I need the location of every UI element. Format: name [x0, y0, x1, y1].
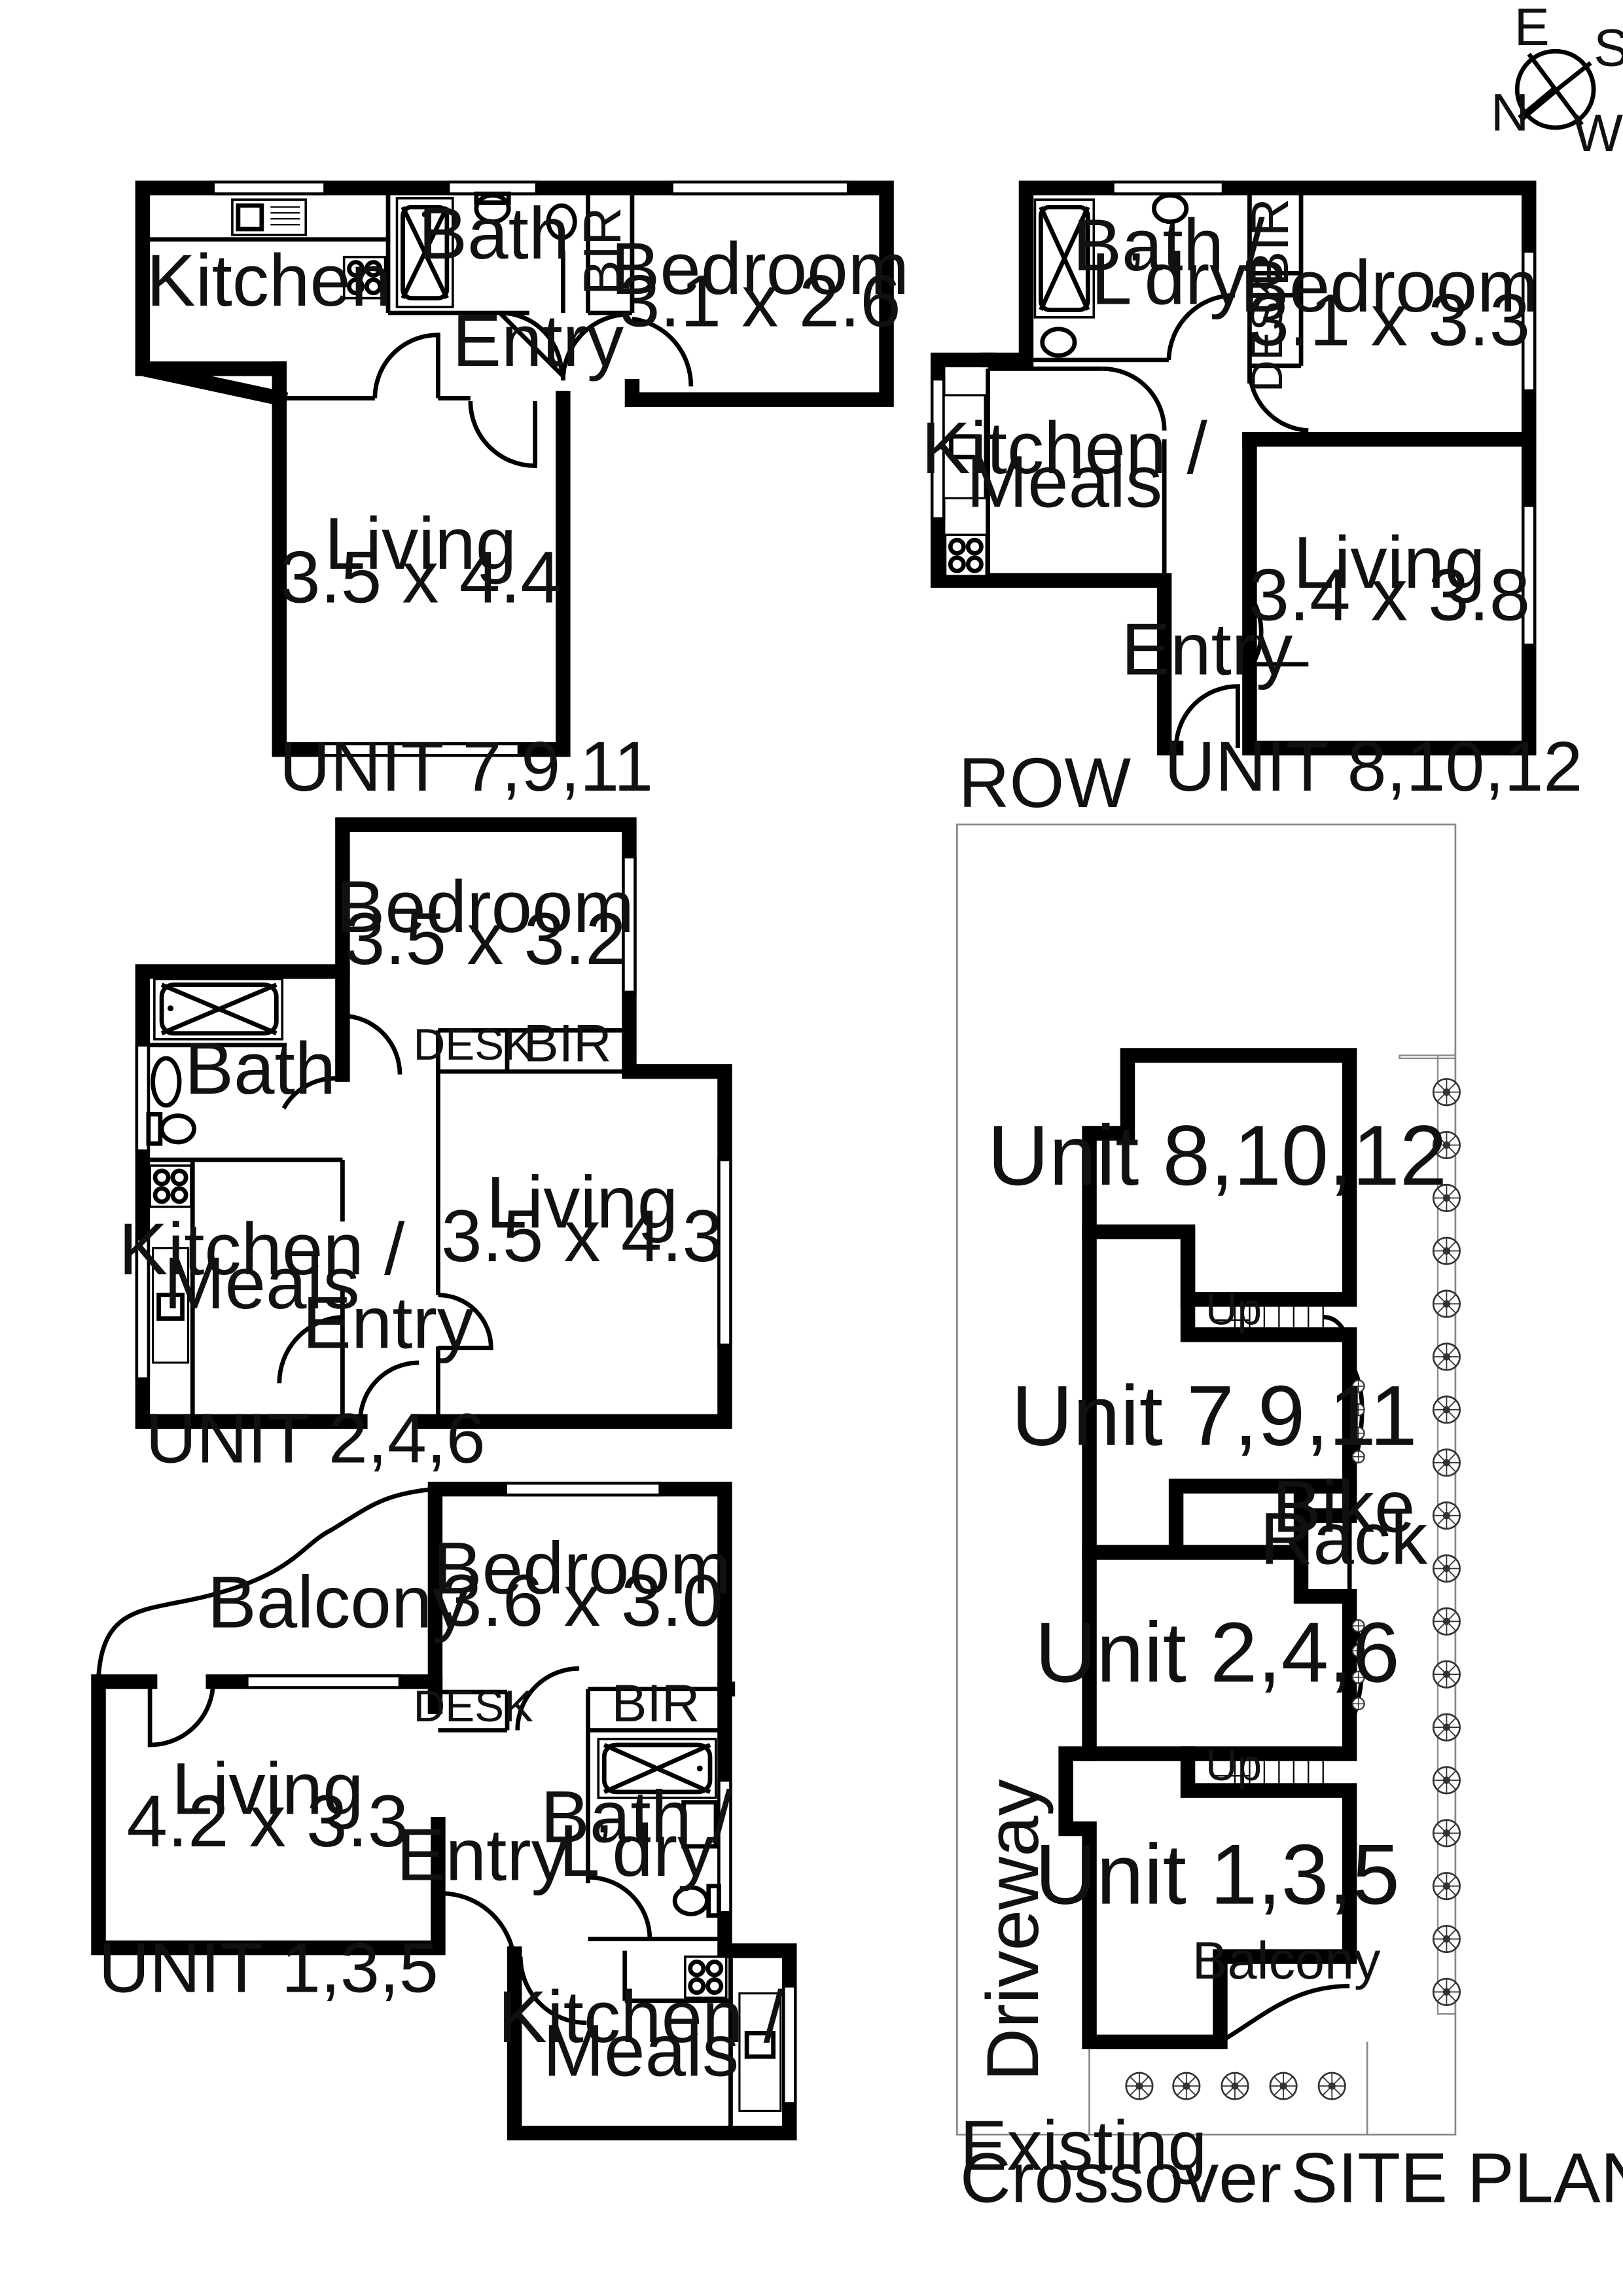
unit-1-kitchen-label-1: Kitchen / [498, 1975, 785, 2058]
unit-2-bedroom-size: 3.5 x 3.2 [344, 897, 626, 980]
unit-8-bedroom-size: 3.1 x 3.3 [1248, 278, 1530, 361]
unit-8-bedroom-label: Bedroom [1240, 245, 1539, 327]
unit-8-kitchen-label-2: Meals [967, 440, 1163, 523]
unit-2-bir-label: BIR [524, 1014, 612, 1073]
unit-1-bedroom-size: 3.6 x 3.0 [441, 1559, 723, 1641]
site-tree-front [1125, 2072, 1346, 2100]
site-unit-8-10-12-label: Unit 8,10,12 [988, 1107, 1447, 1203]
unit-8-desk-label: DESK [1243, 272, 1292, 392]
unit-7-living-label: Living [325, 502, 516, 584]
unit-8-living-label: Living [1293, 521, 1485, 603]
unit-8-living-size: 3.4 x 3.8 [1248, 554, 1530, 636]
site-crossover-label-1: Existing [960, 2106, 1207, 2185]
unit-8-bath-label-2: L’dry [1091, 238, 1246, 320]
site-crossover-label-2: Crossover [960, 2138, 1281, 2217]
compass: E S N W [1491, 0, 1623, 163]
unit-7-bedroom-label: Bedroom [611, 227, 910, 310]
site-stairs-lower: Up [1205, 1741, 1324, 1791]
unit-1-living-label: Living [171, 1748, 363, 1830]
unit-2-desk-label: DESK [414, 1020, 534, 1069]
site-stairs-upper: Up [1205, 1285, 1347, 1340]
unit-7-9-11-caption: UNIT 7,9,11 [279, 726, 653, 806]
unit-2-entry-label: Entry [302, 1282, 474, 1364]
site-bike-label-1: Bike [1272, 1465, 1415, 1547]
site-balcony-label: Balcony [1192, 1931, 1381, 1990]
unit-1-desk-label: DESK [414, 1682, 534, 1731]
compass-south-label: S [1594, 19, 1623, 78]
unit-8-10-12-plan: Bath / L’dry BIR DESK Bedroom 3.1 x 3.3 … [921, 180, 1582, 806]
unit-1-balcony-label: Balcony [207, 1560, 469, 1643]
site-plan-caption: SITE PLAN [1291, 2138, 1623, 2217]
unit-1-3-5-caption: UNIT 1,3,5 [99, 1928, 438, 2007]
site-driveway-label: Driveway [971, 1779, 1054, 2081]
unit-1-bir-label: BIR [611, 1674, 700, 1733]
unit-8-bath-label-1: Bath / [1073, 204, 1265, 286]
site-unit-7-9-11-label: Unit 7,9,11 [1011, 1368, 1417, 1463]
compass-west-label: W [1573, 104, 1623, 163]
unit-2-bath-label: Bath [185, 1027, 336, 1109]
unit-2-kitchen-label-1: Kitchen / [118, 1208, 405, 1290]
unit-1-bath-label-2: L’dry [559, 1809, 714, 1892]
unit-7-entry-label: Entry [452, 299, 624, 382]
unit-1-kitchen-label-2: Meals [543, 2009, 740, 2091]
unit-2-living-size: 3.5 x 4.3 [441, 1194, 723, 1277]
unit-1-3-5-plan: Balcony Bedroom 3.6 x 3.0 DESK BIR Livin… [91, 1481, 797, 2141]
unit-7-living-size: 3.5 x 4.4 [279, 536, 562, 619]
compass-north-label: N [1491, 84, 1529, 143]
unit-7-bath-label: Bath [418, 192, 569, 274]
unit-7-kitchen-label: Kitchen [147, 239, 392, 321]
compass-east-label: E [1514, 0, 1550, 57]
unit-1-entry-label: Entry [397, 1814, 568, 1896]
unit-2-kitchen-label-2: Meals [164, 1242, 360, 1324]
site-up-label-lower: Up [1205, 1741, 1262, 1790]
unit-1-bath-label-1: Bath / [541, 1775, 733, 1857]
unit-8-kitchen-label-1: Kitchen / [921, 406, 1208, 489]
unit-8-bir-label: BIR [1241, 198, 1300, 287]
unit-2-living-label: Living [486, 1160, 678, 1243]
site-plan: ROW Up Up [956, 743, 1623, 2217]
unit-8-entry-label: Entry [1121, 608, 1293, 691]
unit-2-4-6-plan: Bedroom 3.5 x 3.2 DESK BIR Bath Living 3… [118, 817, 732, 1478]
site-row-label: ROW [959, 743, 1132, 822]
unit-2-bedroom-label: Bedroom [336, 865, 634, 948]
unit-1-bedroom-label: Bedroom [433, 1527, 732, 1609]
unit-1-living-size: 4.2 x 3.3 [126, 1780, 408, 1862]
unit-7-9-11-plan: Kitchen Bath BIR Bedroom 3.1 x 2.6 Entry… [135, 180, 910, 806]
site-unit-1-3-5-label: Unit 1,3,5 [1035, 1827, 1400, 1922]
unit-7-bedroom-size: 3.1 x 2.6 [619, 259, 901, 342]
site-unit-2-4-6-label: Unit 2,4,6 [1035, 1604, 1400, 1700]
unit-8-10-12-caption: UNIT 8,10,12 [1164, 726, 1582, 806]
unit-7-bir-label: BIR [573, 207, 632, 295]
unit-2-4-6-caption: UNIT 2,4,6 [145, 1399, 485, 1478]
site-up-label-upper: Up [1205, 1285, 1262, 1335]
site-bike-label-2: Rack [1260, 1498, 1428, 1580]
